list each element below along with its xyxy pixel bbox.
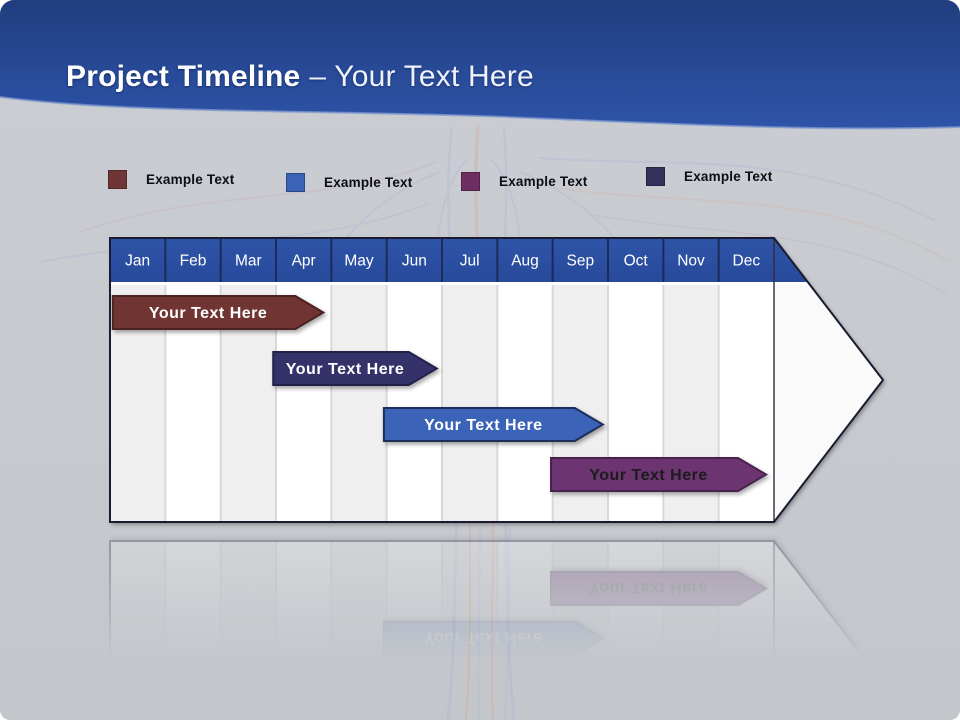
legend-color-swatch	[461, 172, 480, 191]
timeline-bar-shape	[382, 407, 605, 442]
timeline-arrow-outline	[109, 237, 885, 523]
legend-label: Example Text	[324, 175, 413, 190]
month-label[interactable]: Aug	[511, 253, 539, 270]
legend-color-swatch	[286, 173, 305, 192]
header-wave	[0, 0, 960, 130]
month-label[interactable]: Jan	[125, 253, 150, 270]
timeline-bar-label: Your Text Here	[589, 467, 707, 484]
legend-color-swatch	[108, 170, 127, 189]
month-label[interactable]: Apr	[292, 253, 316, 270]
timeline-bar[interactable]: Your Text Here	[111, 295, 326, 330]
legend-item[interactable]: Example Text	[461, 172, 587, 191]
month-column	[442, 282, 498, 522]
timeline-bar-shape	[272, 351, 439, 386]
legend: Example Text Example Text Example Text Exam…	[0, 0, 960, 230]
legend-item[interactable]: Example Text	[286, 173, 412, 192]
month-label[interactable]: Jun	[402, 253, 427, 270]
month-label[interactable]: Nov	[677, 253, 705, 270]
month-label[interactable]: Sep	[567, 253, 595, 270]
legend-color-swatch	[646, 167, 665, 186]
slide-title[interactable]: Project Timeline– Your Text Here	[66, 60, 926, 94]
month-column	[497, 282, 553, 522]
month-label[interactable]: Jul	[460, 253, 480, 270]
month-label[interactable]: Oct	[624, 253, 649, 270]
month-label[interactable]: Mar	[235, 253, 262, 270]
month-column	[386, 282, 442, 522]
legend-label: Example Text	[146, 172, 235, 187]
timeline-bar[interactable]: Your Text Here	[272, 351, 439, 386]
month-label[interactable]: May	[344, 253, 374, 270]
legend-label: Example Text	[499, 174, 588, 189]
legend-label: Example Text	[684, 169, 773, 184]
legend-item[interactable]: Example Text	[646, 167, 772, 186]
timeline-bar-shape	[550, 457, 769, 492]
timeline-bar[interactable]: Your Text Here	[550, 457, 769, 492]
month-label[interactable]: Feb	[180, 253, 207, 270]
timeline-chart-svg: Jan Feb Mar Apr May Jun Jul Aug Sep Oct Nov DecYour…	[109, 237, 885, 523]
timeline-bar-label: Your Text Here	[149, 305, 267, 322]
timeline-bar-label: Your Text Here	[286, 361, 404, 378]
timeline-bar-label: Your Text Here	[424, 417, 542, 434]
timeline-bar-shape	[111, 295, 326, 330]
month-column	[331, 282, 387, 522]
month-label[interactable]: Dec	[733, 253, 761, 270]
timeline-bar[interactable]: Your Text Here	[382, 407, 605, 442]
slide-title-primary: Project Timeline	[66, 60, 301, 93]
slide-title-secondary: – Your Text Here	[309, 60, 534, 93]
legend-item[interactable]: Example Text	[108, 170, 234, 189]
